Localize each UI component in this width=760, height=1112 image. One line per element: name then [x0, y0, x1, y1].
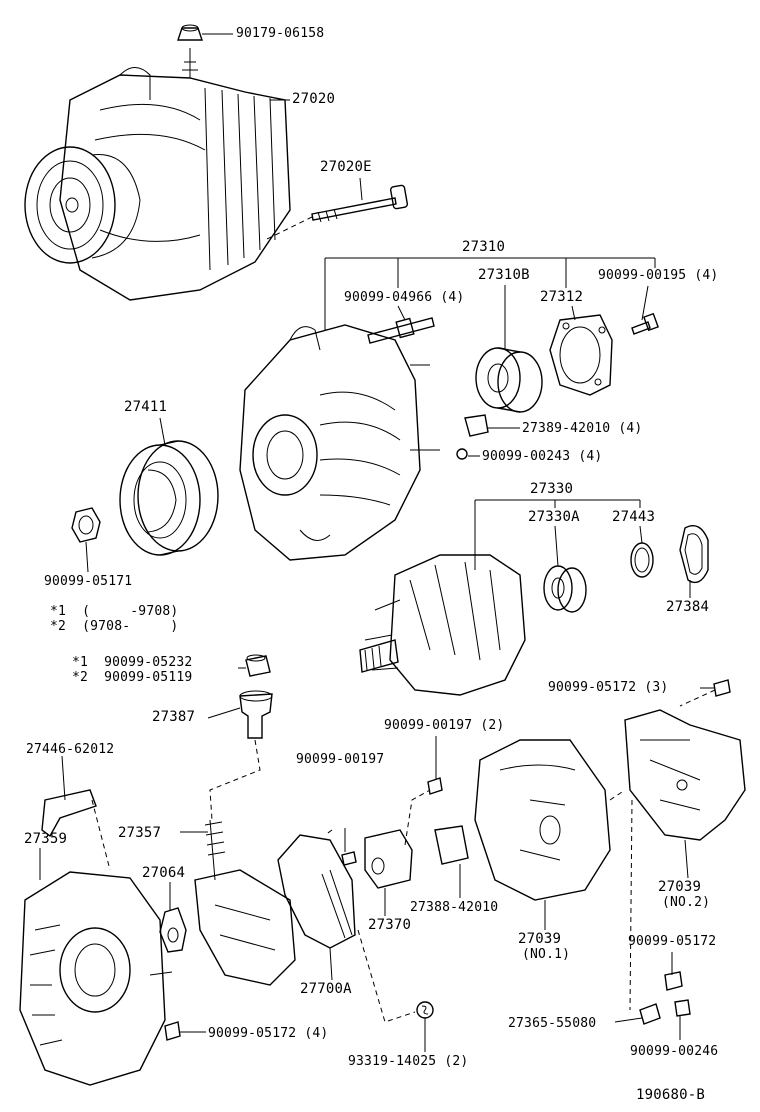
label-no2: (NO.2): [662, 895, 711, 910]
label-90179-06158: 90179-06158: [236, 26, 325, 41]
brush-spring: [416, 1001, 434, 1019]
label-27039-no2: 27039: [658, 879, 702, 895]
end-cover-no1: [474, 739, 611, 901]
label-27446-62012: 27446-62012: [26, 742, 115, 757]
figure-id: 190680-B: [636, 1087, 706, 1103]
terminal-screw: [456, 448, 468, 460]
label-27700A: 27700A: [300, 981, 352, 997]
note-1: *1 ( -9708): [50, 604, 179, 619]
note-2: *2 (9708- ): [50, 619, 179, 634]
label-27388-42010: 27388-42010: [410, 900, 499, 915]
label-90099-00243: 90099-00243 (4): [482, 449, 603, 464]
pulley: [119, 440, 219, 556]
label-93319-14025: 93319-14025 (2): [348, 1054, 469, 1069]
insulator-plate: [159, 907, 187, 953]
label-27039-no1: 27039: [518, 931, 562, 947]
label-90099-05119: *2 90099-05119: [72, 670, 193, 685]
terminal-nut: [245, 654, 271, 677]
label-27370: 27370: [368, 917, 412, 933]
label-90099-04966: 90099-04966 (4): [344, 290, 465, 305]
label-90099-05232: *1 90099-05232: [72, 655, 193, 670]
cover-screw: [679, 679, 731, 707]
rear-end-frame: [19, 871, 173, 1086]
alternator-assembly: [24, 24, 291, 301]
pulley-nut: [71, 507, 101, 543]
through-bolt: [264, 184, 409, 241]
bearing: [475, 347, 543, 413]
leader-lines: [39, 33, 714, 1052]
insulator: [464, 414, 489, 437]
label-90099-00195: 90099-00195 (4): [598, 268, 719, 283]
label-27387: 27387: [152, 709, 196, 725]
retainer-screw: [631, 312, 659, 335]
label-27064: 27064: [142, 865, 186, 881]
retainer-plate: [549, 314, 613, 396]
brush-screw: [324, 829, 357, 866]
label-27359: 27359: [24, 831, 68, 847]
regulator: [364, 789, 431, 889]
rectifier: [194, 819, 296, 986]
label-90099-00197-2: 90099-00197 (2): [384, 718, 505, 733]
label-90099-05172: 90099-05172: [628, 934, 717, 949]
label-27310: 27310: [462, 239, 506, 255]
regulator-screw: [427, 777, 443, 795]
label-27310B: 27310B: [478, 267, 530, 283]
label-27443: 27443: [612, 509, 656, 525]
label-27330A: 27330A: [528, 509, 580, 525]
brush-holder: [277, 834, 416, 1023]
label-27312: 27312: [540, 289, 584, 305]
terminal-holder: [434, 825, 469, 865]
drive-end-frame: [239, 324, 440, 561]
label-27330: 27330: [530, 481, 574, 497]
label-27020E: 27020E: [320, 159, 372, 175]
rotor-assembly: [359, 554, 526, 696]
bearing-cover: [630, 542, 654, 578]
label-90099-05171: 90099-05171: [44, 574, 133, 589]
rotor-bearing: [543, 565, 587, 613]
terminal-bolt-set: [629, 799, 691, 1025]
terminal-insulator: [209, 690, 273, 821]
label-90099-00246: 90099-00246: [630, 1044, 719, 1059]
label-27384: 27384: [666, 599, 710, 615]
label-90099-05172-4: 90099-05172 (4): [208, 1026, 329, 1041]
label-27020: 27020: [292, 91, 336, 107]
label-27411: 27411: [124, 399, 168, 415]
label-27389-42010: 27389-42010 (4): [522, 421, 643, 436]
label-no1: (NO.1): [522, 947, 571, 962]
stud-bolt: [367, 317, 435, 344]
label-90099-00197: 90099-00197: [296, 752, 385, 767]
label-27357: 27357: [118, 825, 162, 841]
gasket: [679, 525, 709, 584]
terminal-cover: [41, 789, 111, 871]
frame-nut: [164, 1021, 181, 1041]
label-27365-55080: 27365-55080: [508, 1016, 597, 1031]
label-90099-05172-3: 90099-05172 (3): [548, 680, 669, 695]
end-cover-no2: [609, 709, 746, 841]
